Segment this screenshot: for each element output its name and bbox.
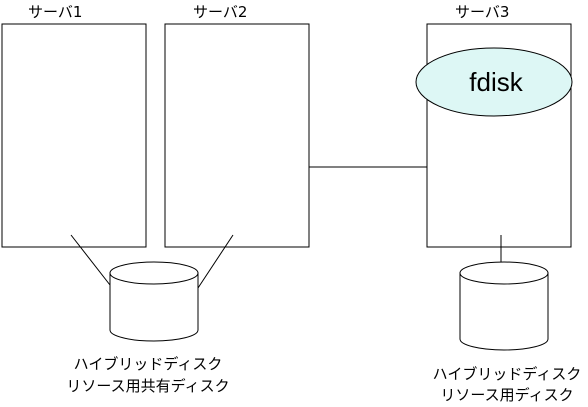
fdisk-process-label: fdisk	[469, 67, 523, 97]
server1-disk-link	[70, 234, 111, 286]
local-disk-label-line1: ハイブリッドディスク	[433, 365, 582, 383]
server2-box	[164, 23, 310, 248]
local-disk-label-line2: リソース用ディスク	[440, 386, 573, 404]
fdisk-process-ellipse	[415, 47, 573, 117]
shared-disk-label-line2: リソース用共有ディスク	[66, 377, 229, 395]
server1-label: サーバ1	[28, 3, 82, 21]
server1-box	[1, 23, 147, 248]
shared-disk-cylinder	[109, 261, 199, 342]
shared-disk-label-line1: ハイブリッドディスク	[74, 355, 223, 373]
server2-label: サーバ2	[193, 3, 247, 21]
server2-disk-link	[197, 234, 234, 289]
server3-label: サーバ3	[455, 3, 509, 21]
local-disk-cylinder	[459, 261, 549, 351]
